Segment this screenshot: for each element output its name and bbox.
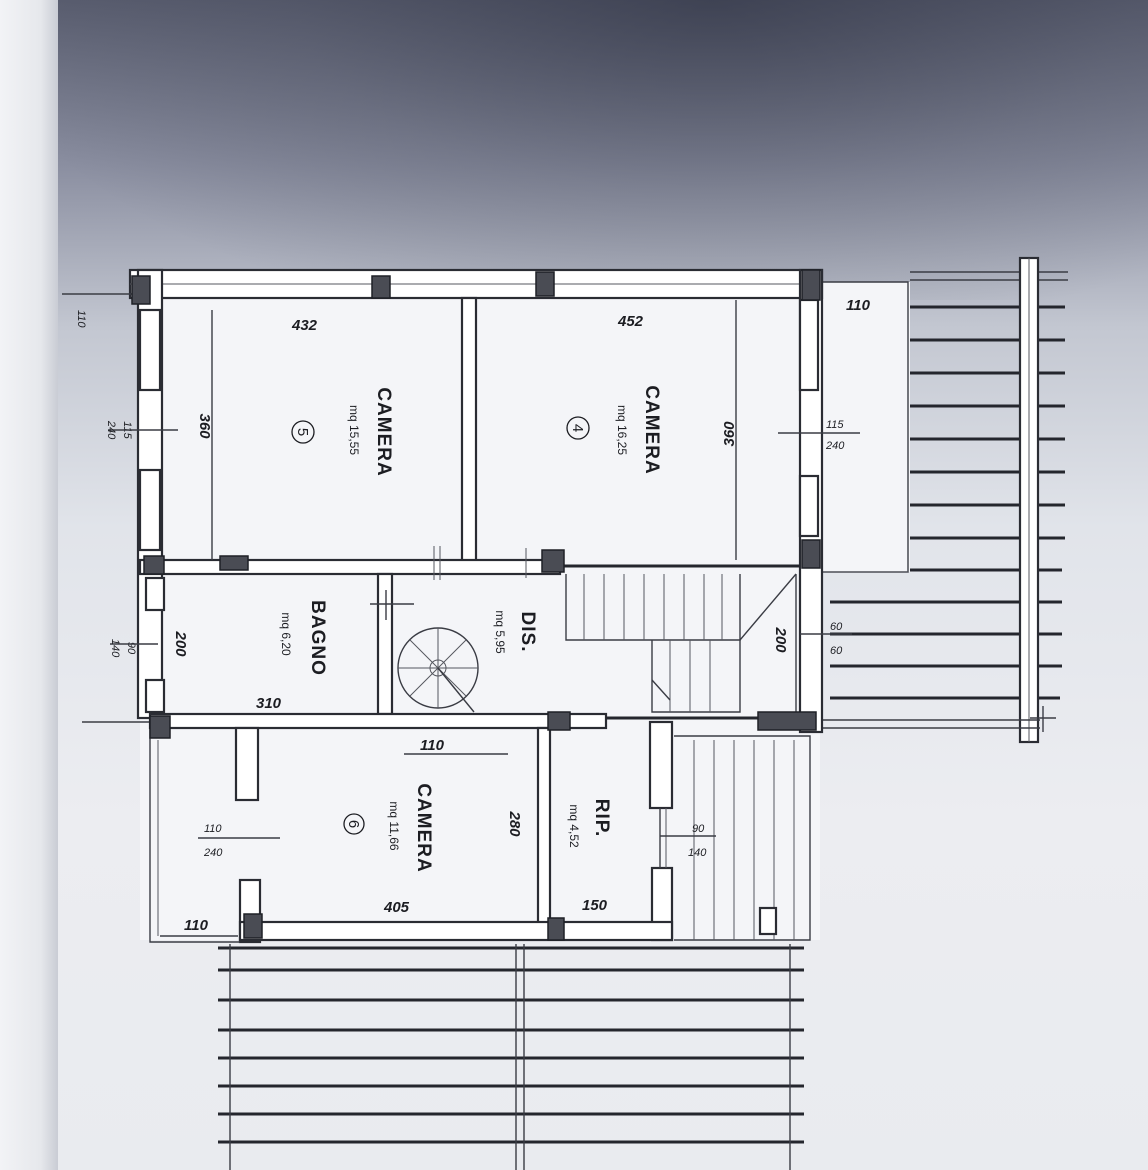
cursor-crosshair: [1030, 706, 1056, 732]
building: [62, 268, 824, 944]
room-dis: DIS. mq 5,95: [493, 610, 538, 654]
room-number: 4: [569, 424, 586, 432]
dim-window-right-bottom: 240: [825, 440, 845, 452]
dim-rip-window-top: 90: [692, 823, 705, 835]
dim-bagno-window-top: 90: [125, 642, 137, 655]
pergola-right: [822, 256, 1068, 744]
room-name: RIP.: [591, 799, 612, 838]
dim-bagno-width: 310: [256, 695, 282, 712]
room-name: DIS.: [517, 612, 538, 653]
dim-camera6-window-top: 110: [204, 823, 222, 835]
room-area: mq 16,25: [615, 405, 629, 455]
dim-camera4-width: 452: [617, 313, 644, 330]
dim-window-left-bottom: 240: [105, 420, 117, 440]
dim-stair-window-bottom: 60: [830, 645, 843, 657]
terrace-bottom-right: [674, 735, 811, 941]
room-camera4: CAMERA mq 16,25 4: [566, 385, 662, 475]
room-name: BAGNO: [307, 600, 328, 676]
room-area: mq 5,95: [493, 610, 507, 654]
dim-window-right-top: 115: [826, 419, 844, 431]
room-camera6: CAMERA mq 11,66 6: [343, 783, 434, 873]
room-number-circle: [566, 416, 590, 440]
room-number: 6: [345, 820, 362, 828]
dim-balcony-left: 110: [75, 310, 87, 328]
monitor-bezel: [0, 0, 58, 1170]
dim-stair-window-top: 60: [830, 621, 843, 633]
dim-camera5-width: 432: [291, 317, 318, 334]
room-name: CAMERA: [641, 385, 662, 474]
room-number-circle: [291, 420, 315, 444]
balcony-left: [149, 728, 240, 943]
dim-camera6-depth: 280: [506, 810, 523, 837]
dim-camera5-depth: 360: [196, 413, 213, 439]
screen-glare: [58, 0, 1148, 300]
dim-bagno-depth: 200: [172, 630, 189, 657]
room-name: CAMERA: [373, 387, 394, 476]
dim-camera4-depth: 360: [721, 421, 738, 447]
room-name: CAMERA: [413, 783, 434, 872]
room-number: 5: [294, 428, 311, 436]
dim-stair-depth: 200: [772, 626, 789, 653]
room-number-circle: [343, 813, 365, 835]
room-camera5: CAMERA mq 15,55 5: [291, 387, 394, 477]
room-rip: RIP. mq 4,52: [567, 799, 612, 848]
dim-camera6-width: 405: [383, 899, 410, 916]
dim-camera6-top: 110: [420, 737, 445, 754]
pergola-right-slats: [830, 305, 1065, 700]
dim-balcony-top: 110: [846, 297, 871, 314]
stairs: [565, 573, 797, 713]
dim-bagno-window-bottom: 140: [109, 639, 121, 658]
room-area: mq 11,66: [387, 801, 401, 850]
dim-rip-window-bottom: 140: [688, 847, 707, 859]
pillars: [131, 269, 821, 941]
dim-camera6-window-bottom: 240: [203, 847, 223, 859]
pergola-bottom: [218, 944, 804, 1170]
dim-rip-width: 150: [582, 897, 608, 914]
dimensions: 432 452 110 110 360 360 115 240 115 240: [75, 297, 871, 937]
spiral-stair: [397, 627, 479, 713]
room-bagno: BAGNO mq 6,20: [279, 600, 328, 676]
balcony-right: [822, 281, 910, 573]
door-marks: [211, 300, 737, 868]
dim-balcony-bottom-left: 110: [184, 917, 209, 934]
room-area: mq 6,20: [279, 612, 293, 656]
room-area: mq 15,55: [347, 405, 361, 455]
room-area: mq 4,52: [567, 804, 581, 848]
